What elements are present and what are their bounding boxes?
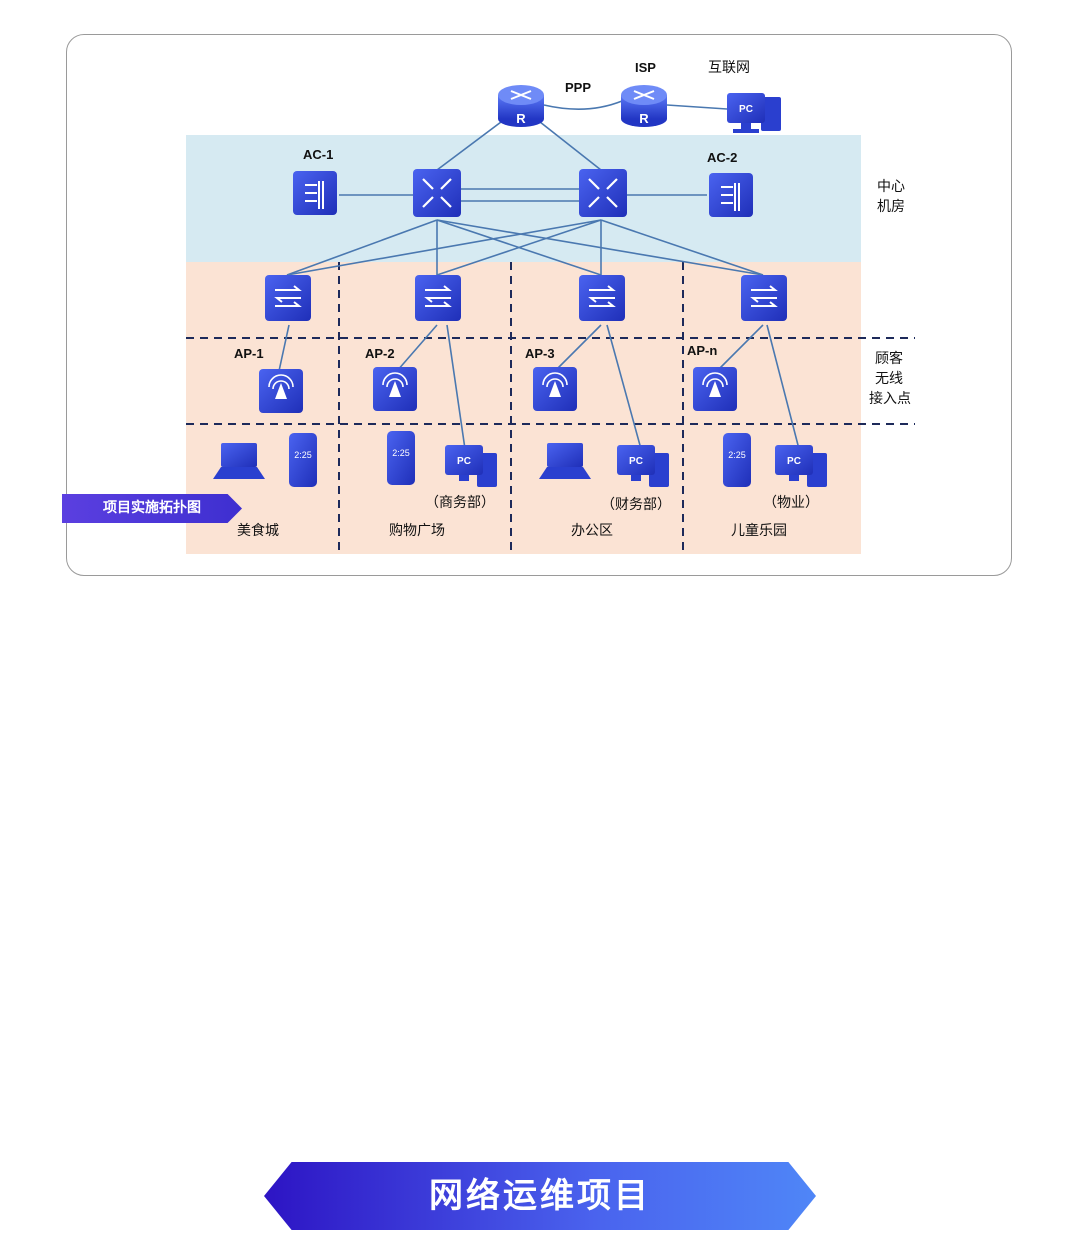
svg-text:2:25: 2:25 xyxy=(392,448,410,458)
svg-text:PC: PC xyxy=(629,456,643,467)
ac2-label: AC-2 xyxy=(707,150,737,165)
svg-text:R: R xyxy=(639,111,649,126)
zone-food-label: 美食城 xyxy=(237,522,279,539)
svg-text:2:25: 2:25 xyxy=(728,450,746,460)
access-switch-icon xyxy=(579,275,625,321)
ap2-label: AP-2 xyxy=(365,346,395,361)
core-switch-icon xyxy=(579,169,627,217)
access-switch-icon xyxy=(741,275,787,321)
ap3-label: AP-3 xyxy=(525,346,555,361)
customer-wireless-label: 顾客 xyxy=(875,350,903,367)
core-switch-icon xyxy=(413,169,461,217)
laptop-icon xyxy=(213,443,265,479)
access-controller-icon xyxy=(293,171,337,215)
customer-wireless-label: 无线 xyxy=(875,371,903,387)
dept-property-label: （物业） xyxy=(763,495,819,511)
internet-label: 互联网 xyxy=(708,60,750,76)
wireless-ap-icon xyxy=(693,367,737,411)
svg-text:R: R xyxy=(516,111,526,126)
zone-kids-label: 儿童乐园 xyxy=(731,522,787,539)
center-room-label: 中心 xyxy=(877,179,905,195)
svg-text:PC: PC xyxy=(739,104,753,115)
isp-label: ISP xyxy=(635,60,656,75)
wireless-ap-icon xyxy=(259,369,303,413)
access-switch-icon xyxy=(265,275,311,321)
zone-shopping-label: 购物广场 xyxy=(389,523,445,539)
caption-tag: 项目实施拓扑图 xyxy=(62,494,242,523)
zone-office-label: 办公区 xyxy=(571,523,613,539)
wireless-ap-icon xyxy=(533,367,577,411)
ppp-label: PPP xyxy=(565,80,591,95)
ac1-label: AC-1 xyxy=(303,147,333,162)
phone-icon: 2:25 xyxy=(723,433,751,487)
ap1-label: AP-1 xyxy=(234,346,264,361)
phone-icon: 2:25 xyxy=(289,433,317,487)
pc-icon: PC xyxy=(445,445,497,487)
pc-icon: PC xyxy=(727,93,781,133)
customer-wireless-label: 接入点 xyxy=(869,390,911,407)
router-icon: R xyxy=(621,85,667,127)
links xyxy=(278,100,800,450)
center-room-label: 机房 xyxy=(877,199,905,215)
svg-text:2:25: 2:25 xyxy=(294,450,312,460)
svg-text:PC: PC xyxy=(457,456,471,467)
phone-icon: 2:25 xyxy=(387,431,415,485)
access-switch-icon xyxy=(415,275,461,321)
wireless-ap-icon xyxy=(373,367,417,411)
router-icon: R xyxy=(498,85,544,127)
dept-finance-label: （财务部） xyxy=(601,497,671,513)
dept-business-label: （商务部） xyxy=(425,495,495,511)
section-banner: 网络运维项目 xyxy=(264,1162,816,1230)
core-zone xyxy=(186,135,861,262)
apn-label: AP-n xyxy=(687,343,717,358)
svg-text:PC: PC xyxy=(787,456,801,467)
topology-card: R R PC xyxy=(66,34,1012,576)
pc-icon: PC xyxy=(775,445,827,487)
access-controller-icon xyxy=(709,173,753,217)
topology-diagram: R R PC xyxy=(186,60,915,554)
pc-icon: PC xyxy=(617,445,669,487)
laptop-icon xyxy=(539,443,591,479)
